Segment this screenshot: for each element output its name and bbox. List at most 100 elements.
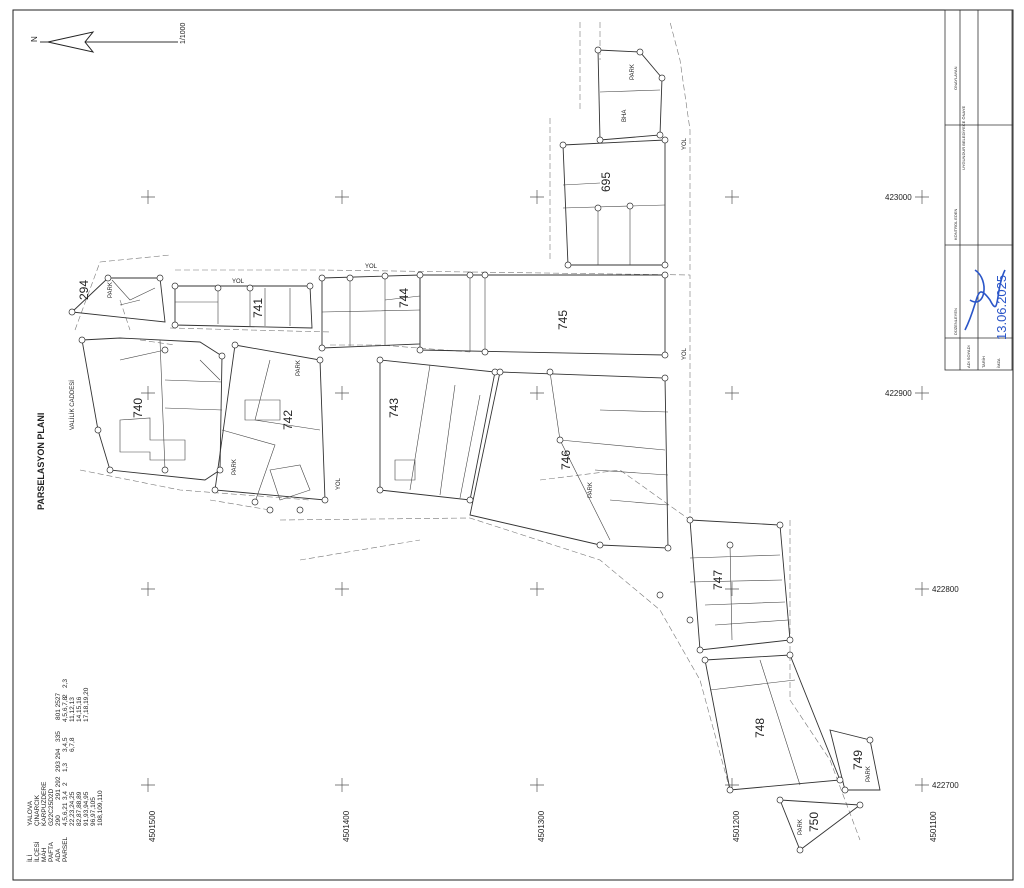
info-ada-sub-3: 1,3 <box>62 763 69 772</box>
approval-header-onaylayan: ONAYLAYAN <box>953 66 958 90</box>
block-label-294: 294 <box>77 280 91 300</box>
boundary-points <box>68 46 874 854</box>
block-742 <box>214 344 326 503</box>
approval-row-tarih: TARİH <box>981 356 986 368</box>
block-labels: 294 741 744 745 740 742 743 746 695 747 … <box>77 172 865 832</box>
sheet-frame <box>12 9 1014 881</box>
coord-north-422800: 422800 <box>932 585 959 594</box>
road-boundaries <box>74 21 861 841</box>
block-695 <box>562 49 666 266</box>
block-label-740: 740 <box>131 398 145 418</box>
info-ada-sub-4: 3,4,5 <box>62 737 69 752</box>
valilik-caddesi-label: VALİLİK CADDESİ <box>69 380 76 430</box>
info-parsel-line-4: 91,93,94,95 <box>83 791 90 826</box>
info-parsel-line-2: 22,23,24,25 <box>69 791 76 826</box>
info-ada-290: 290 <box>55 815 62 826</box>
signature: 13.06.2025 <box>964 269 1009 340</box>
info-value-il: YALOVA <box>27 800 34 826</box>
info-label-parsel: PARSEL <box>62 836 69 862</box>
info-label-il: İLİ <box>25 855 34 862</box>
park-label-749: PARK <box>866 766 872 782</box>
road-label-1: YOL <box>232 279 245 285</box>
info-extra-line-1: 6,7,8 <box>69 737 76 752</box>
coord-east-4501500: 4501500 <box>148 810 157 842</box>
block-label-742: 742 <box>281 410 295 430</box>
info-ada-293: 293 294 <box>55 748 62 772</box>
bha-label: BHA <box>622 110 628 122</box>
park-label-750: PARK <box>798 819 804 835</box>
north-arrow: N 1/1000 <box>30 22 187 53</box>
info-ada-801: 801 2527 <box>55 693 62 720</box>
info-parsel-line-1: 4,5,6,21 <box>62 802 69 826</box>
info-ada-sub-5: 4,5,6,7,8 <box>62 696 69 722</box>
coord-north-423000: 423000 <box>885 193 912 202</box>
approval-subtitle: UYGUNDUR BELEDİYECE ÖNAYE <box>961 106 966 170</box>
signature-date: 13.06.2025 <box>994 275 1009 340</box>
coord-north-422900: 422900 <box>885 389 912 398</box>
block-744 <box>321 274 421 349</box>
info-ada-sub-7: 2,3 <box>62 679 69 688</box>
info-extra-line-2: 11,12,13 <box>69 697 76 722</box>
block-label-741: 741 <box>251 298 265 318</box>
grid-crosses <box>141 190 929 792</box>
block-750 <box>779 799 862 851</box>
coord-east-4501100: 4501100 <box>929 811 938 842</box>
info-label-ilce: İLÇESİ <box>32 841 41 862</box>
info-label-mah: MAH <box>41 847 48 862</box>
park-label-695: PARK <box>630 64 636 80</box>
info-parsel-line-6: 108,109,110 <box>97 790 104 826</box>
scale-label: 1/1000 <box>180 22 187 44</box>
info-ada-291: 291 292 <box>55 776 62 800</box>
block-749 <box>829 729 881 791</box>
block-741 <box>174 285 313 329</box>
info-ada-sub-1: 3,4 <box>62 791 69 800</box>
park-label-742b: PARK <box>296 360 302 376</box>
info-ada-335: 335 <box>55 731 62 742</box>
block-label-744: 744 <box>397 288 411 308</box>
block-label-743: 743 <box>387 398 401 418</box>
block-label-750: 750 <box>807 812 821 832</box>
info-value-ilce: ÇINARCIK <box>34 794 41 826</box>
block-740 <box>81 337 223 481</box>
block-747 <box>689 519 791 651</box>
coord-east-4501200: 4501200 <box>732 810 741 842</box>
coord-north-422700: 422700 <box>932 781 959 790</box>
info-label-pafta: PAFTA <box>48 841 55 862</box>
block-label-748: 748 <box>753 718 767 738</box>
approval-row-adi: ADI SOYADI <box>966 345 971 368</box>
approval-header-kontrol: KONTROL EDEN <box>953 208 958 240</box>
block-745 <box>419 274 666 356</box>
coord-east-4501400: 4501400 <box>342 810 351 842</box>
info-parsel-line-3: 82,87,88,89 <box>76 791 83 826</box>
road-label-5: YOL <box>682 137 688 150</box>
road-label-4: YOL <box>336 477 342 490</box>
block-label-747: 747 <box>711 570 725 590</box>
info-value-pafta: G22C25D2D <box>48 788 55 826</box>
block-748 <box>704 654 841 791</box>
block-label-749: 749 <box>851 750 865 770</box>
block-label-745: 745 <box>556 310 570 330</box>
info-extra-line-3: 14,15,16 <box>76 696 83 722</box>
park-label-742: PARK <box>232 459 238 475</box>
info-ada-sub-2: 2 <box>62 782 69 786</box>
park-labels: PARK PARK PARK PARK PARK PARK PARK BHA Y… <box>69 64 872 835</box>
road-label-3: YOL <box>682 347 688 360</box>
info-extra-line-4: 17,18,19,20 <box>83 687 90 722</box>
info-parsel-line-5: 96,97,105 <box>90 797 97 826</box>
info-value-mah: KARPUZDERE <box>41 781 48 826</box>
info-ada-sub-6: 2 <box>62 694 69 698</box>
approval-row-imza: İMZA <box>996 358 1001 368</box>
approval-table: DÜZENLEYEN KONTROL EDEN ONAYLAYAN UYGUND… <box>944 9 1014 371</box>
block-label-746: 746 <box>559 450 573 470</box>
coord-east-4501300: 4501300 <box>537 810 546 842</box>
plan-title: PARSELASYON PLANI <box>36 413 46 510</box>
approval-header-duzenleyen: DÜZENLEYEN <box>953 308 958 335</box>
park-label-746: PARK <box>588 482 594 498</box>
info-block: İLİ İLÇESİ MAH PAFTA ADA PARSEL YALOVA Ç… <box>25 679 104 862</box>
park-label-294: PARK <box>108 282 114 298</box>
block-label-695: 695 <box>599 172 613 192</box>
north-label: N <box>30 36 39 42</box>
info-label-ada: ADA <box>55 848 62 862</box>
road-label-2: YOL <box>365 264 378 270</box>
